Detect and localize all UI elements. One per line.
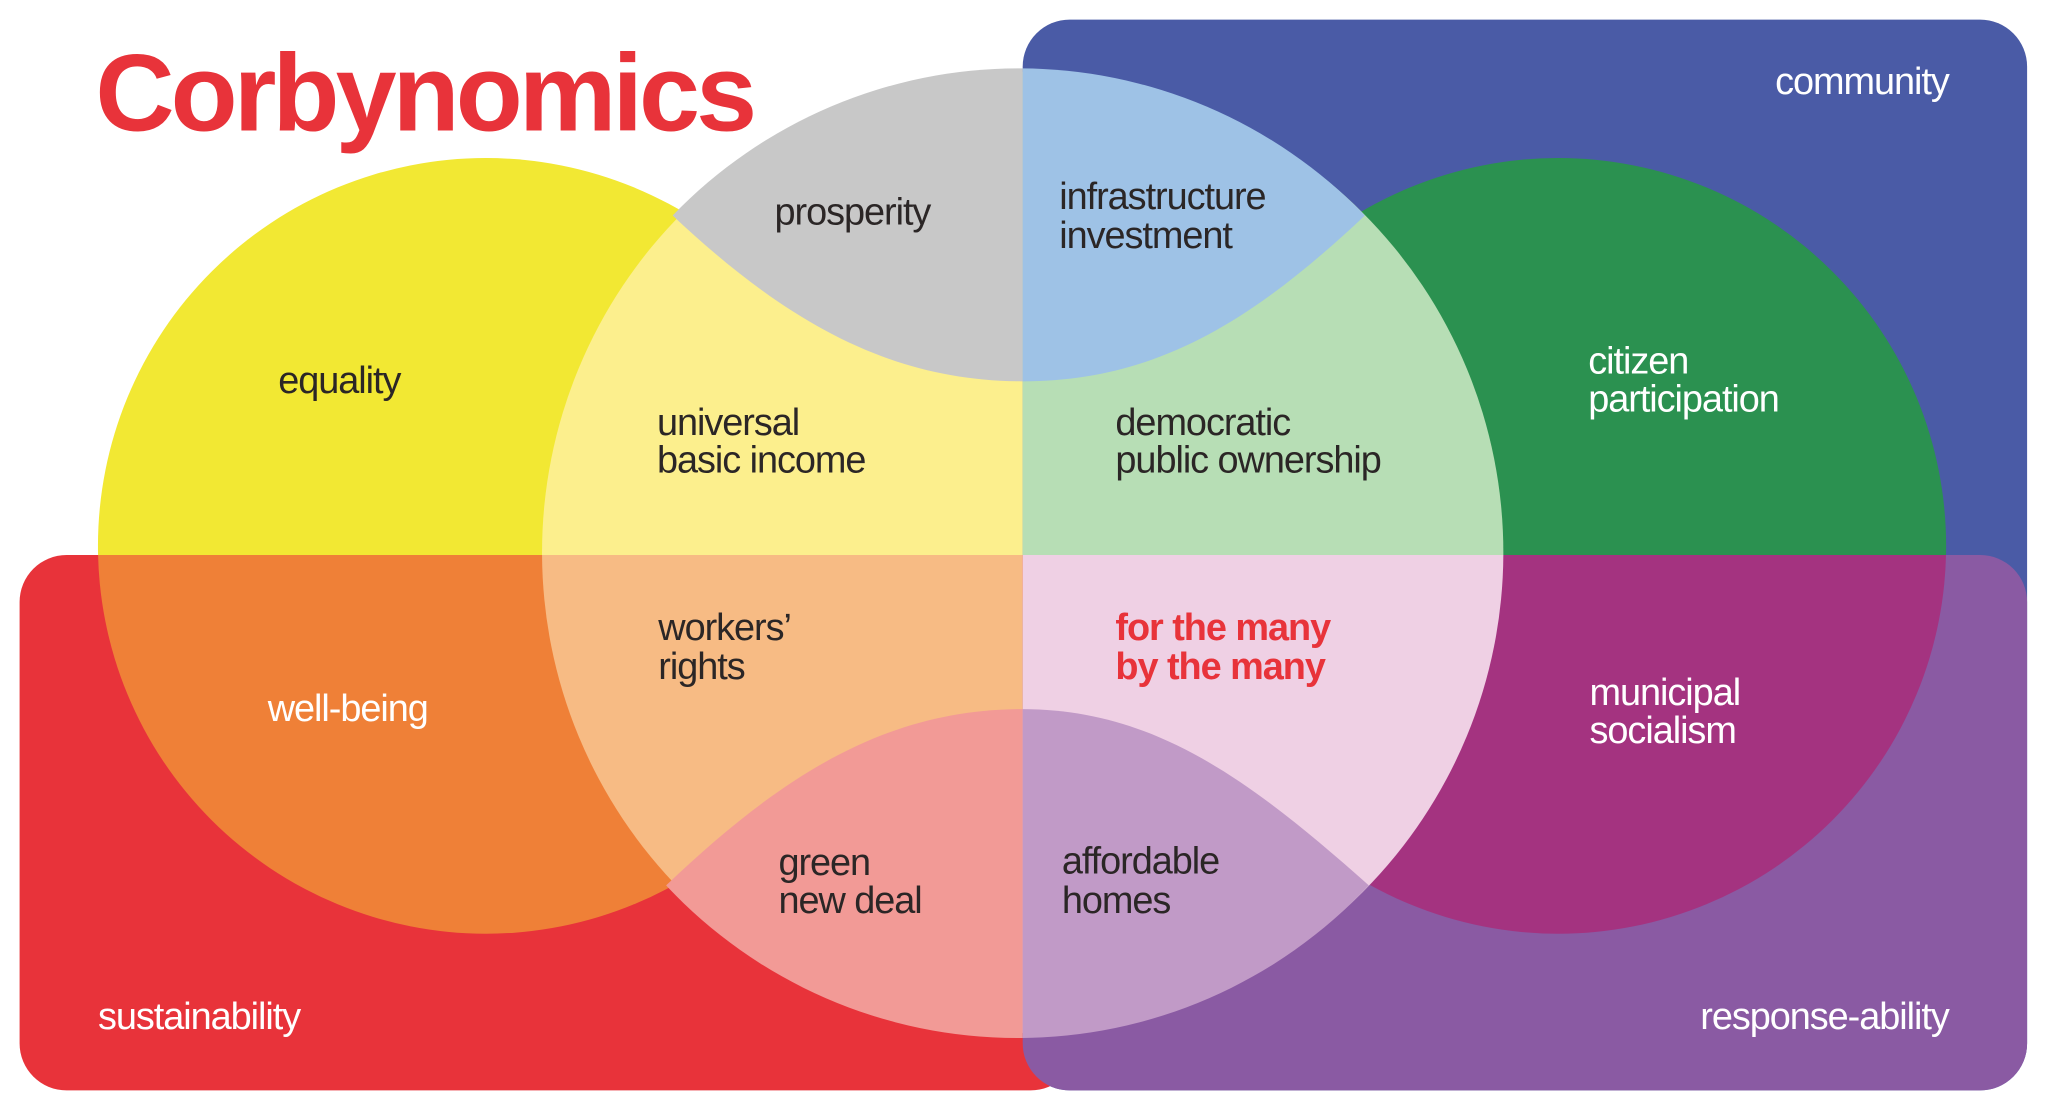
green-label-1: green [778, 842, 870, 884]
green-new-deal-region [666, 709, 1023, 1039]
municipal-label-1: municipal [1590, 672, 1741, 714]
citizen-label-1: citizen [1588, 340, 1688, 382]
community-label: community [1775, 61, 1950, 103]
response-ability-label: response-ability [1700, 996, 1950, 1038]
ubi-label-1: universal [657, 402, 799, 444]
slogan-label-1: for the many [1115, 607, 1331, 649]
citizen-label-2: participation [1588, 378, 1779, 420]
democratic-label-2: public ownership [1115, 440, 1380, 482]
prosperity-region [672, 68, 1023, 382]
ubi-label-2: basic income [657, 440, 865, 482]
municipal-label-2: socialism [1590, 710, 1736, 752]
homes-label-1: affordable [1062, 841, 1219, 883]
prosperity-label: prosperity [775, 192, 932, 234]
green-label-2: new deal [778, 880, 921, 922]
equality-label: equality [278, 360, 401, 402]
wellbeing-label: well-being [267, 688, 428, 730]
workers-label-2: rights [658, 646, 744, 688]
slogan-label-2: by the many [1115, 646, 1325, 688]
sustainability-label: sustainability [98, 996, 301, 1038]
democratic-label-1: democratic [1115, 402, 1290, 444]
affordable-homes-region [1022, 709, 1369, 1038]
infrastructure-label-2: investment [1059, 215, 1233, 257]
page-title: Corbynomics [95, 33, 753, 155]
infrastructure-region [1022, 68, 1365, 382]
infrastructure-label-1: infrastructure [1059, 176, 1265, 218]
homes-label-2: homes [1062, 880, 1171, 922]
workers-label-1: workers’ [657, 607, 791, 649]
